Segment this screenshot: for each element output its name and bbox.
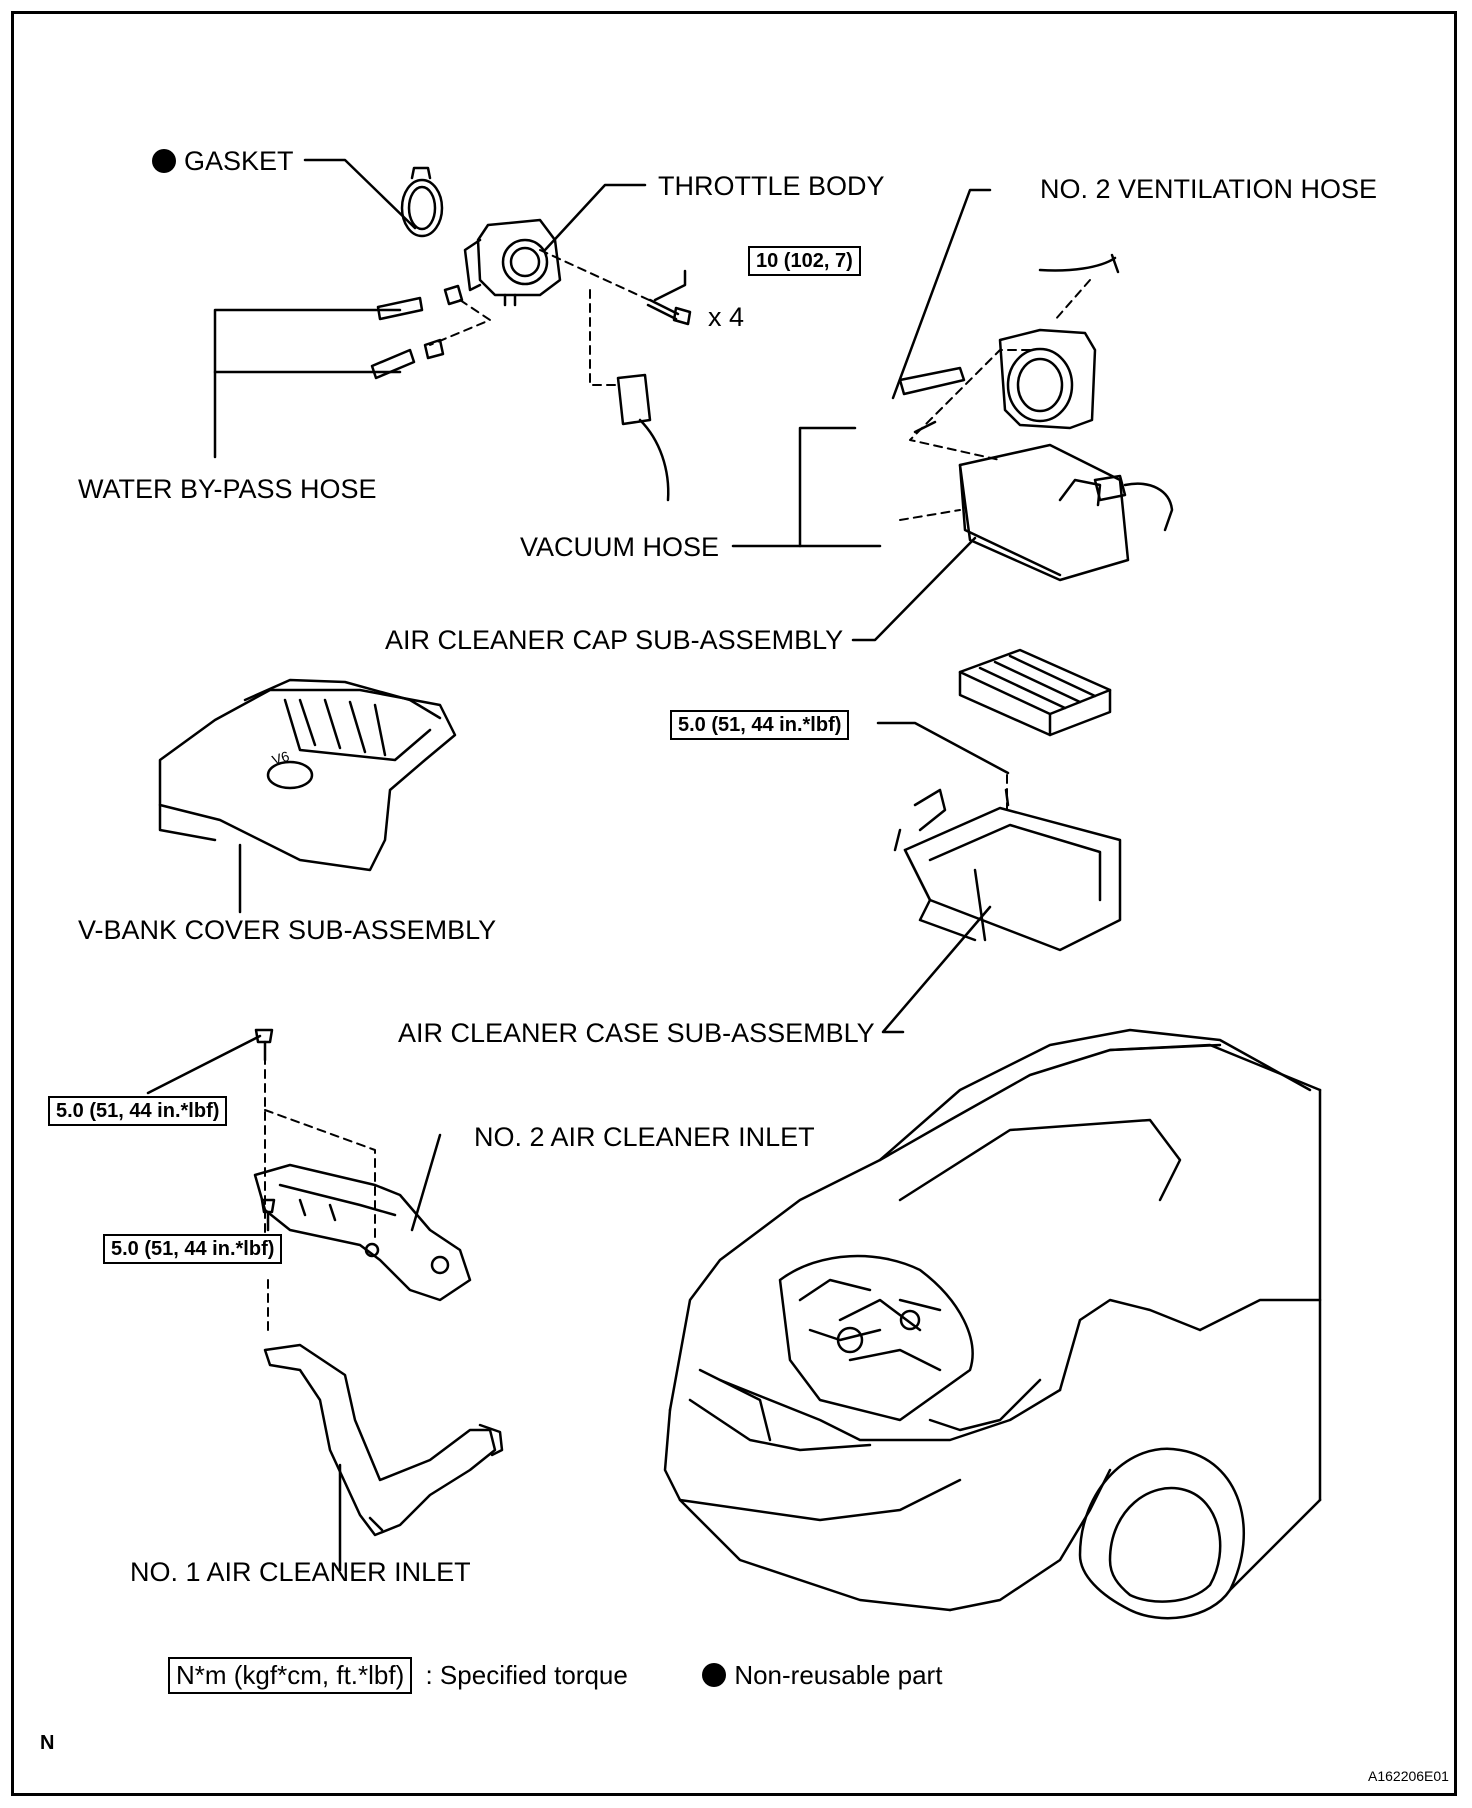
air-cleaner-cap-label: AIR CLEANER CAP SUB-ASSEMBLY <box>385 625 844 655</box>
ventilation-hose-part <box>898 253 1120 434</box>
air-cleaner-cap-part <box>958 328 1174 582</box>
non-reusable-dot-icon <box>152 149 176 173</box>
bolt-quantity-label: x 4 <box>708 302 745 332</box>
throttle-bolt-part <box>646 298 692 326</box>
inlet-upper-torque-box: 5.0 (51, 44 in.*lbf) <box>48 1096 228 1126</box>
air-filter-element <box>958 648 1112 737</box>
vehicle-illustration <box>663 1028 1322 1620</box>
no2-air-cleaner-inlet-part <box>253 1163 472 1302</box>
water-bypass-hose-parts <box>370 284 464 380</box>
v-bank-cover-label: V-BANK COVER SUB-ASSEMBLY <box>78 915 497 945</box>
throttle-body-part <box>463 218 562 307</box>
inlet-lower-torque-box: 5.0 (51, 44 in.*lbf) <box>103 1234 283 1264</box>
air-cleaner-case-label: AIR CLEANER CASE SUB-ASSEMBLY <box>398 1018 875 1048</box>
air-cleaner-case-torque-box: 5.0 (51, 44 in.*lbf) <box>670 710 850 740</box>
gasket-part <box>400 166 444 238</box>
no2-ventilation-hose-label: NO. 2 VENTILATION HOSE <box>1040 174 1378 204</box>
gasket-label-text: GASKET <box>184 146 294 176</box>
throttle-sensor-connector <box>616 373 670 502</box>
no1-air-cleaner-inlet-part <box>263 1343 504 1537</box>
legend-torque-box: N*m (kgf*cm, ft.*lbf) <box>168 1657 413 1694</box>
leader-lines <box>146 158 1010 1572</box>
legend-nonreusable-text: Non-reusable part <box>734 1660 943 1690</box>
figure-id: A162206E01 <box>1368 1768 1449 1784</box>
gasket-label: GASKET <box>152 146 294 176</box>
no2-air-cleaner-inlet-label: NO. 2 AIR CLEANER INLET <box>474 1122 815 1152</box>
vacuum-hose-label: VACUUM HOSE <box>520 532 720 562</box>
legend-non-reusable-dot-icon <box>702 1663 727 1687</box>
air-cleaner-case-part <box>893 788 1122 952</box>
no1-air-cleaner-inlet-label: NO. 1 AIR CLEANER INLET <box>130 1557 471 1587</box>
throttle-body-torque-box: 10 (102, 7) <box>748 246 861 276</box>
inlet-bolt-parts <box>254 1028 276 1232</box>
legend: N*m (kgf*cm, ft.*lbf) : Specified torque… <box>168 1657 942 1694</box>
v-bank-cover-part <box>158 678 457 872</box>
corner-mark: N <box>40 1732 55 1754</box>
throttle-body-label: THROTTLE BODY <box>658 171 885 201</box>
diagram-frame <box>11 11 1457 1796</box>
legend-torque-text: : Specified torque <box>425 1660 628 1690</box>
water-bypass-hose-label: WATER BY-PASS HOSE <box>78 474 377 504</box>
